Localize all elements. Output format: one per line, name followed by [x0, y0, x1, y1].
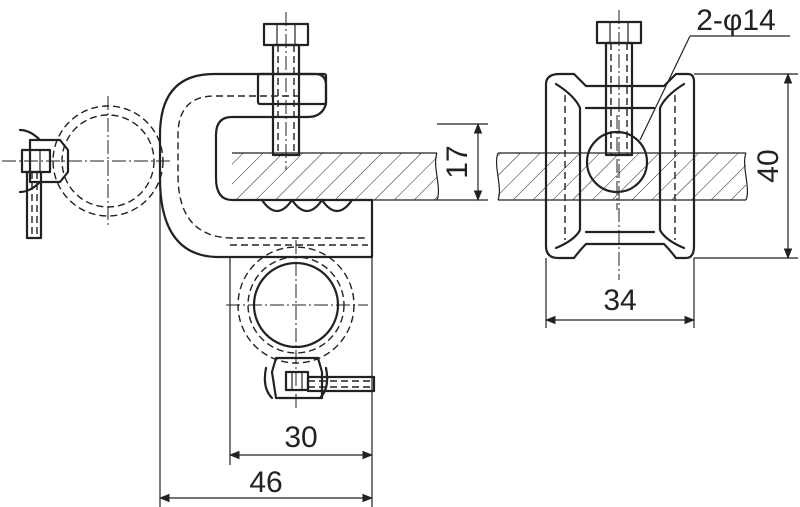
dimension-40: 40	[694, 72, 798, 260]
front-view: 2-φ14 40 34	[495, 4, 798, 328]
dimension-30: 30	[228, 257, 374, 465]
dimension-34: 34	[544, 258, 696, 328]
overall-width-label: 46	[249, 466, 282, 499]
clamp-height-label: 40	[752, 149, 785, 182]
left-pipe-fitting	[2, 96, 170, 240]
opening-width-label: 30	[284, 421, 317, 454]
hole-callout: 2-φ14	[639, 4, 790, 141]
jaw-serrations	[260, 198, 354, 213]
bottom-pipe-fitting	[226, 240, 376, 410]
dimension-46: 46	[158, 178, 374, 507]
beam-thickness-label: 17	[441, 145, 474, 178]
dimension-17: 17	[437, 122, 488, 202]
hole-spec-label: 2-φ14	[696, 4, 776, 37]
beam-section-front	[495, 152, 749, 201]
clamp-width-label: 34	[603, 284, 636, 317]
beam-section-side	[232, 152, 440, 201]
c-body-hidden-lines	[177, 95, 368, 239]
bolt-side	[256, 12, 328, 170]
bolt-front	[595, 10, 643, 280]
side-view: 17 30 46	[2, 12, 488, 507]
